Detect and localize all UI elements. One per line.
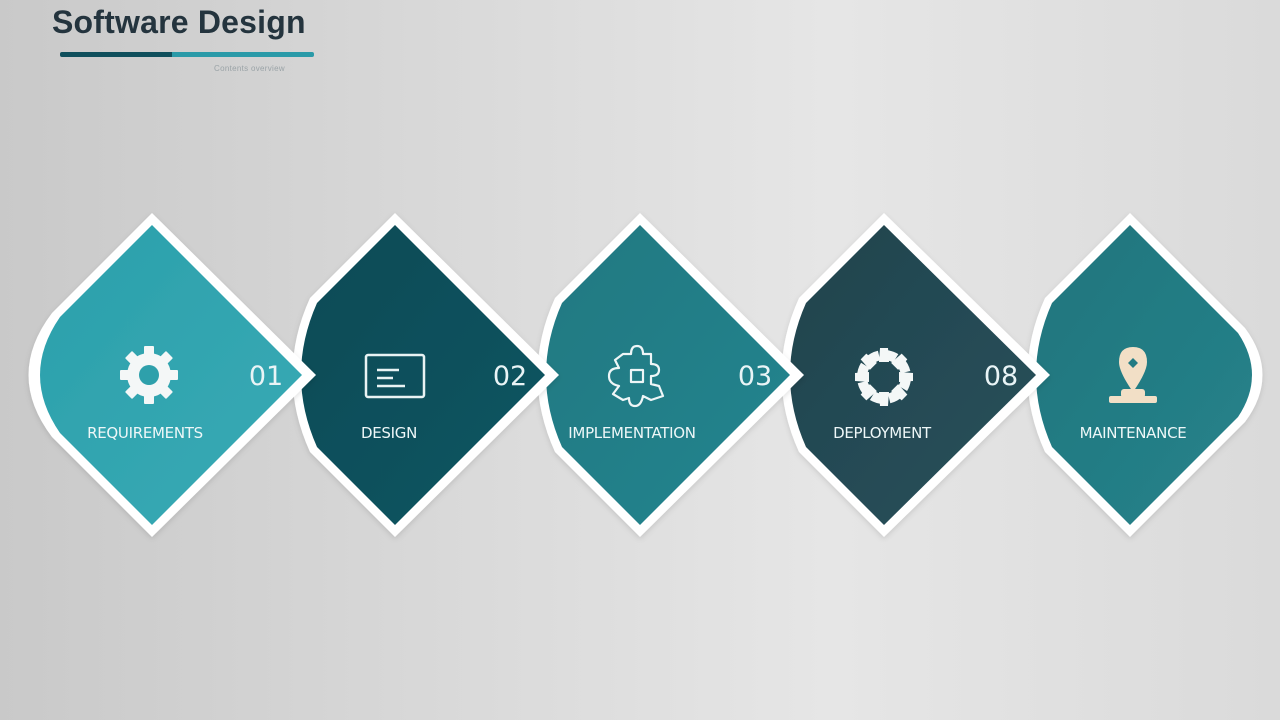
page-subtitle: Contents overview [214, 64, 285, 73]
title-underline [60, 52, 314, 57]
gear-icon [120, 346, 178, 404]
step-number-2: 02 [493, 361, 527, 392]
step-label-maintenance: MAINTENANCE [1080, 424, 1187, 442]
step-label-implementation: IMPLEMENTATION [568, 424, 695, 442]
step-label-design: DESIGN [361, 424, 417, 442]
step-number-3: 03 [738, 361, 772, 392]
location-pin-icon [1109, 347, 1157, 403]
step-fill [1036, 225, 1252, 525]
step-label-requirements: REQUIREMENTS [87, 424, 203, 442]
step-number-4: 08 [984, 361, 1018, 392]
page-title: Software Design [52, 4, 306, 40]
step-maintenance [1027, 213, 1263, 537]
step-fill [546, 225, 790, 525]
puzzle-icon [607, 344, 665, 408]
ring-icon [855, 348, 913, 406]
step-number-1: 01 [249, 361, 283, 392]
window-icon [364, 353, 426, 399]
step-label-deployment: DEPLOYMENT [833, 424, 932, 442]
step-implementation [537, 213, 804, 537]
